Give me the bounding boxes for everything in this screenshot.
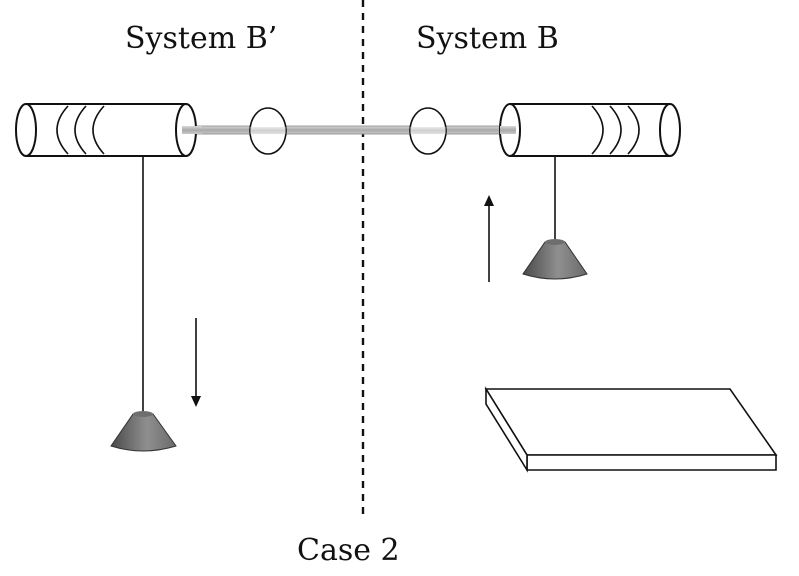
case-label: Case 2 bbox=[297, 533, 400, 568]
left-weight bbox=[110, 411, 177, 452]
down-arrow bbox=[191, 318, 201, 407]
platform-slab bbox=[484, 386, 778, 473]
left-system-label: System B’ bbox=[125, 21, 278, 56]
left-cylinder bbox=[15, 103, 197, 157]
right-cylinder bbox=[499, 103, 681, 157]
right-weight bbox=[522, 239, 588, 280]
up-arrow bbox=[484, 195, 494, 282]
right-system-label: System B bbox=[416, 21, 559, 56]
connecting-rod bbox=[181, 125, 517, 135]
